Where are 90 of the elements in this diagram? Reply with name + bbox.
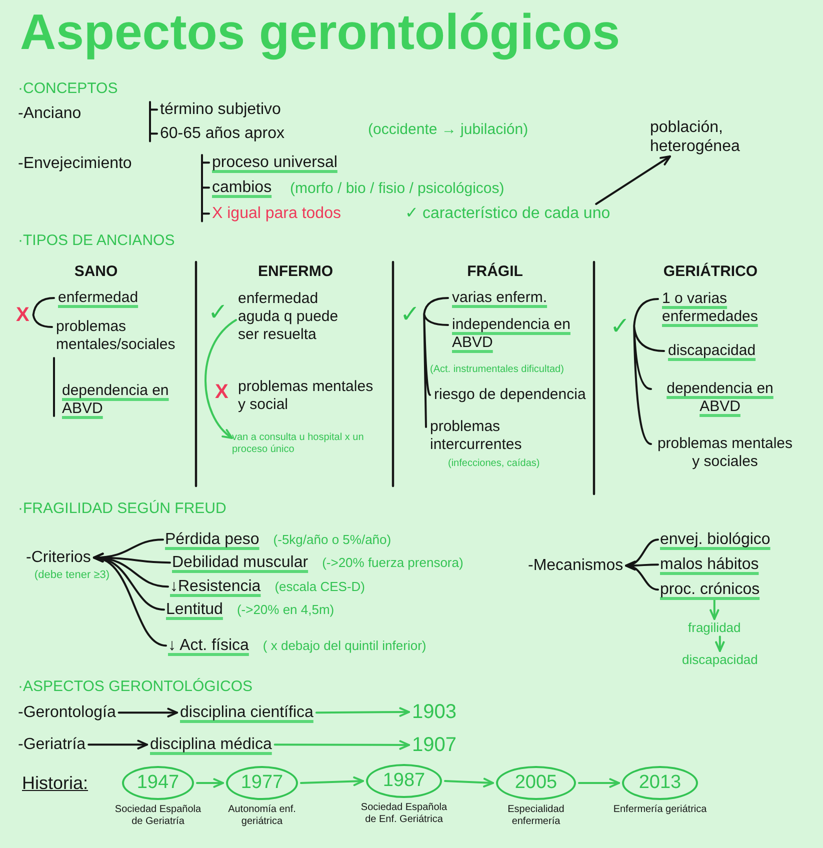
bullet-term: -Mecanismos bbox=[528, 556, 624, 576]
section-heading: ·FRAGILIDAD SEGÚN FREUD bbox=[18, 500, 226, 518]
arrow bbox=[715, 636, 725, 652]
note-text: ( x debajo del quintil inferior) bbox=[262, 638, 426, 654]
caption-text: Autonomía enf. geriátrica bbox=[227, 804, 297, 828]
list-item: discapacidad bbox=[668, 342, 756, 360]
section-heading: Historia: bbox=[22, 773, 88, 795]
list-item: dependencia en ABVD bbox=[62, 382, 170, 418]
caption-text: Sociedad Española de Enf. Geriátrica bbox=[360, 802, 448, 826]
section-heading: ·ASPECTOS GERONTOLÓGICOS bbox=[18, 678, 252, 696]
list-item: problemas mentales y social bbox=[238, 378, 374, 414]
note-text: (->20% en 4,5m) bbox=[236, 602, 334, 618]
list-item: ↓ Act. física bbox=[168, 636, 249, 656]
list-item: 60-65 años aprox bbox=[160, 124, 285, 144]
list-item: enfermedad aguda q puede ser resuelta bbox=[238, 290, 348, 344]
list-item: varias enferm. bbox=[452, 289, 548, 307]
check-mark: ✓ bbox=[400, 302, 420, 326]
note-text: discapacidad bbox=[682, 652, 758, 668]
list-item: proceso universal bbox=[212, 153, 338, 172]
year-circle: 2013 bbox=[622, 766, 698, 800]
caption-text: Especialidad enfermería bbox=[506, 804, 566, 828]
list-item: problemas mentales/sociales bbox=[56, 318, 176, 354]
list-item: dependencia en ABVD bbox=[666, 380, 774, 416]
list-item: riesgo de dependencia bbox=[434, 386, 586, 404]
cross-mark: X bbox=[215, 382, 228, 402]
column-heading: GERIÁTRICO bbox=[662, 263, 759, 281]
list-item: independencia en ABVD bbox=[452, 316, 572, 352]
list-item: problemas intercurrentes bbox=[430, 418, 523, 454]
arrow bbox=[578, 778, 620, 788]
list-item: malos hábitos bbox=[660, 555, 759, 574]
arrow bbox=[204, 319, 237, 439]
year-circle: 1987 bbox=[366, 764, 442, 798]
note-text: ✓ característico de cada uno bbox=[405, 204, 610, 224]
arrow bbox=[595, 155, 671, 205]
note-text: (occidente → jubilación) bbox=[368, 121, 528, 139]
note-text: (debe tener ≥3) bbox=[34, 569, 110, 582]
list-item: cambios bbox=[212, 178, 272, 198]
note-text: fragilidad bbox=[688, 620, 741, 636]
section-heading: ·TIPOS DE ANCIANOS bbox=[18, 232, 175, 250]
year-circle: 2005 bbox=[496, 766, 576, 800]
arrow bbox=[88, 740, 148, 750]
list-item: envej. biológico bbox=[660, 530, 770, 550]
column-heading: FRÁGIL bbox=[466, 263, 524, 281]
list-item: Pérdida peso bbox=[165, 530, 260, 550]
arrow bbox=[315, 707, 410, 717]
arrow bbox=[444, 778, 494, 788]
year-circle: 1947 bbox=[122, 766, 194, 800]
note-text: van a consulta u hospital x un proceso único bbox=[232, 432, 392, 456]
bullet-term: -Envejecimiento bbox=[18, 154, 132, 174]
list-item: término subjetivo bbox=[160, 100, 281, 120]
note-text: (Act. instrumentales dificultad) bbox=[430, 364, 564, 376]
note-text: (morfo / bio / fisio / psicológicos) bbox=[290, 180, 504, 198]
bullet-term: -Anciano bbox=[18, 104, 82, 124]
section-heading: ·CONCEPTOS bbox=[18, 80, 118, 98]
check-mark: ✓ bbox=[208, 300, 228, 324]
list-item: X igual para todos bbox=[212, 204, 341, 224]
note-text: (->20% fuerza prensora) bbox=[322, 555, 464, 571]
list-item: problemas mentales y sociales bbox=[656, 435, 794, 471]
column-heading: ENFERMO bbox=[257, 263, 334, 281]
arrow bbox=[118, 708, 178, 718]
year-circle: 1977 bbox=[226, 766, 298, 800]
list-item: disciplina médica bbox=[150, 735, 272, 754]
arrow bbox=[92, 554, 167, 647]
note-text: (escala CES-D) bbox=[274, 579, 365, 595]
year-text: 1907 bbox=[412, 733, 456, 757]
year-text: 1903 bbox=[412, 700, 456, 724]
arrow bbox=[710, 599, 720, 620]
note-text: (-5kg/año o 5%/año) bbox=[273, 532, 392, 548]
list-item: Debilidad muscular bbox=[172, 553, 308, 572]
bullet-term: -Criterios bbox=[26, 548, 91, 568]
arrow bbox=[625, 562, 659, 591]
caption-text: Sociedad Española de Geriatría bbox=[114, 804, 202, 828]
list-item: ↓Resistencia bbox=[170, 577, 261, 596]
bullet-term: -Gerontología bbox=[18, 703, 116, 722]
list-item: proc. crónicos bbox=[660, 580, 760, 600]
note-text: población, heterogénea bbox=[650, 118, 775, 156]
arrow bbox=[300, 776, 364, 786]
bullet-term: -Geriatría bbox=[18, 735, 86, 754]
column-heading: SANO bbox=[73, 263, 119, 281]
check-mark: ✓ bbox=[610, 314, 630, 338]
list-item: enfermedad bbox=[58, 289, 138, 307]
note-text: (infecciones, caídas) bbox=[448, 458, 540, 470]
arrow bbox=[274, 740, 410, 750]
cross-mark: X bbox=[16, 305, 30, 325]
list-item: disciplina científica bbox=[180, 703, 314, 722]
title-heading: Aspectos gerontológicos bbox=[20, 3, 620, 62]
arrow bbox=[196, 778, 224, 788]
caption-text: Enfermería geriátrica bbox=[612, 804, 708, 816]
list-item: 1 o varias enfermedades bbox=[662, 290, 759, 326]
list-item: Lentitud bbox=[166, 600, 223, 620]
